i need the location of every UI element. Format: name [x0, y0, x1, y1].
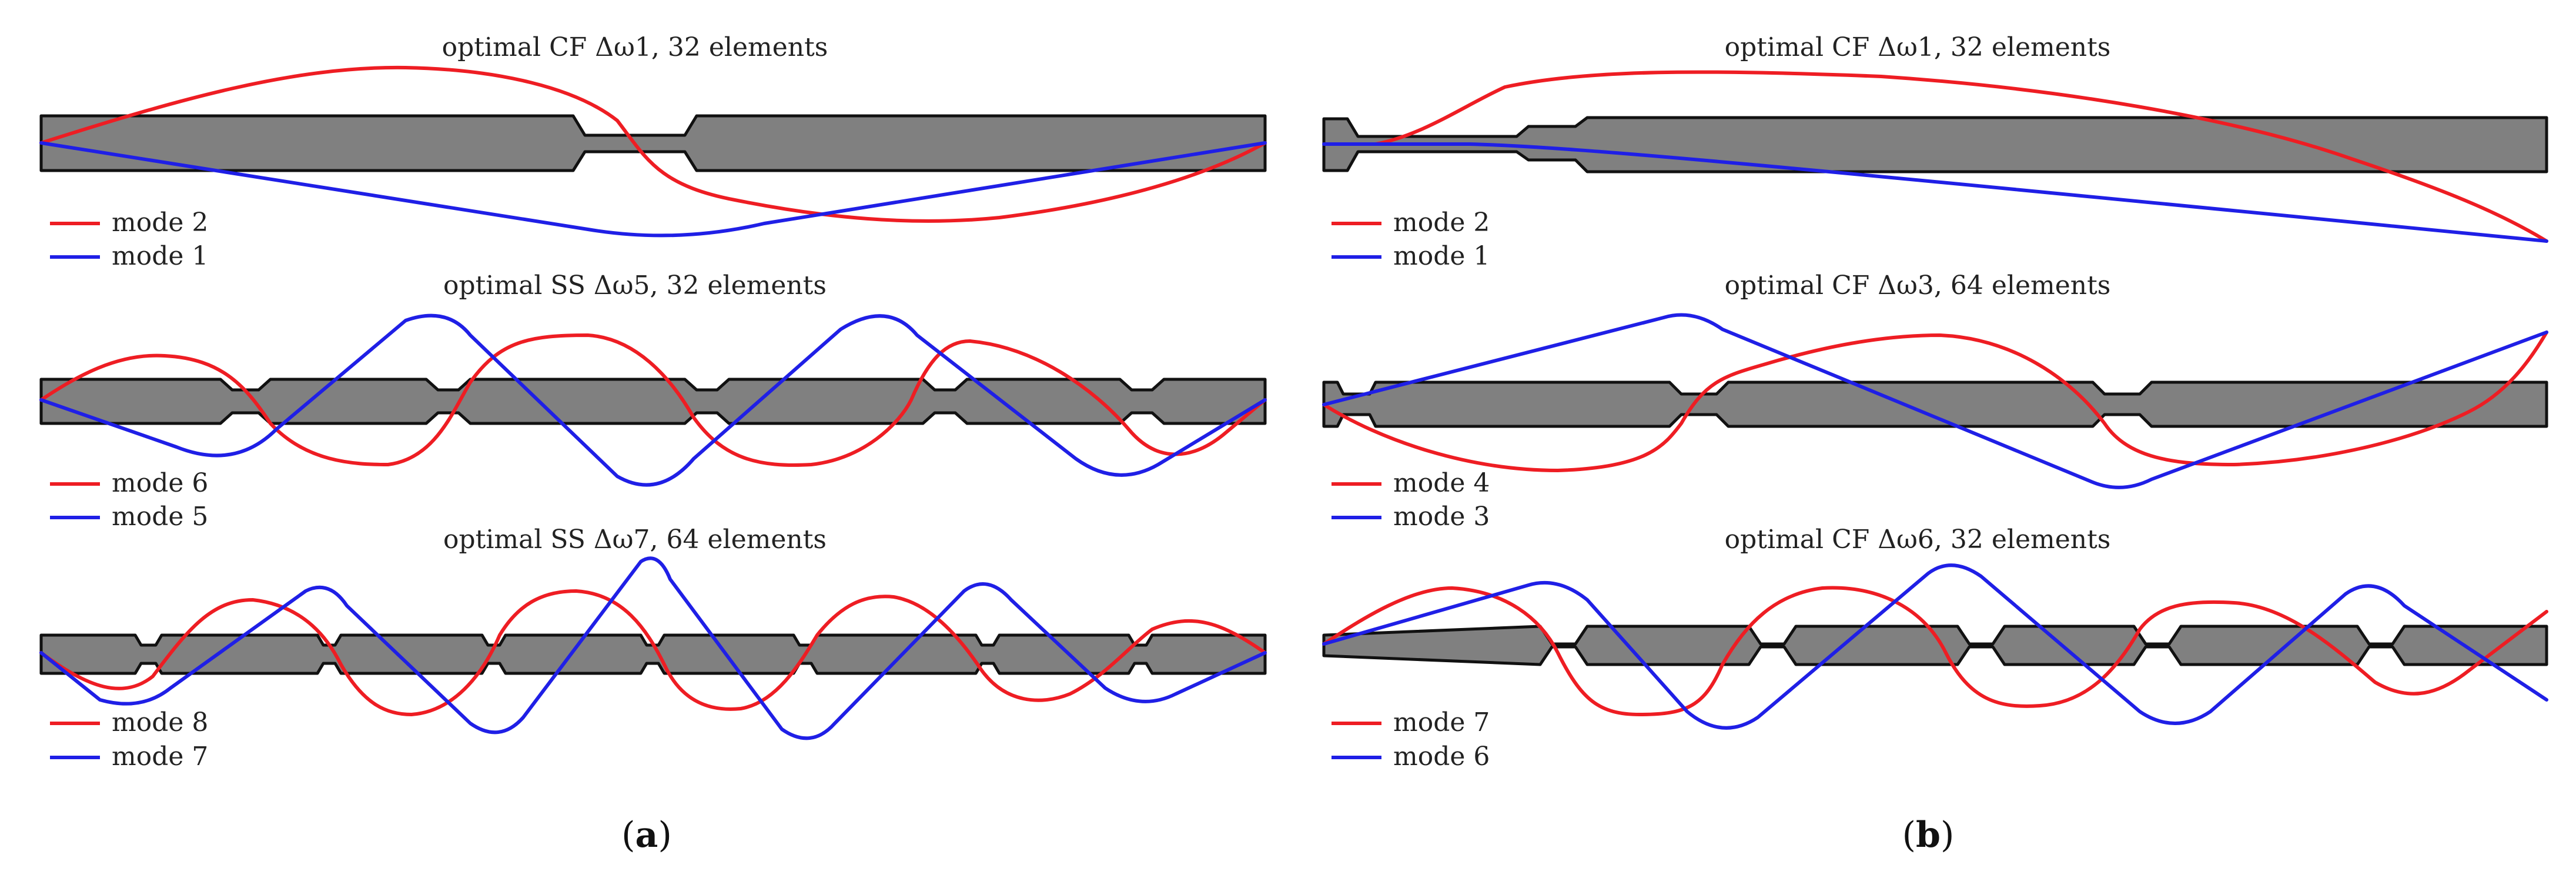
- mode-2-curve: [39, 65, 1267, 223]
- beam-shape: [39, 114, 1267, 172]
- row-a2: optimal SS Δω5, 32 elements mode 6 mode …: [39, 271, 1267, 532]
- row-b1: optimal CF Δω1, 32 elements mode 2 mode …: [1322, 32, 2548, 271]
- mode-8-curve: [39, 589, 1267, 716]
- legend-mode-6-label: mode 6: [1393, 742, 1490, 772]
- beam-shape: [1322, 625, 2548, 666]
- mode-7-curve: [39, 556, 1267, 740]
- mode-6-curve: [39, 333, 1267, 467]
- legend-mode-8-label: mode 8: [112, 707, 208, 737]
- mode-4-curve: [1322, 331, 2548, 472]
- legend-mode-5-label: mode 5: [112, 502, 208, 532]
- row-a3: optimal SS Δω7, 64 elements mode 8 mode …: [39, 525, 1267, 772]
- panel-a: optimal CF Δω1, 32 elements mode 2 mode …: [39, 32, 1267, 856]
- row-title: optimal CF Δω1, 32 elements: [442, 32, 828, 62]
- beam-shape: [1322, 116, 2548, 173]
- row-title: optimal SS Δω5, 32 elements: [443, 271, 827, 301]
- legend-mode-2-label: mode 2: [112, 208, 208, 238]
- panel-caption-a: (a): [621, 814, 672, 856]
- row-title-text: optimal CF Δω1, 32 elements: [442, 32, 828, 62]
- row-title: optimal CF Δω6, 32 elements: [1725, 525, 2111, 555]
- beam-shape: [1322, 380, 2548, 428]
- row-b3: optimal CF Δω6, 32 elements mode 7 mode …: [1322, 525, 2548, 772]
- mode-1-curve: [1322, 142, 2548, 243]
- beam-shape: [39, 633, 1267, 675]
- mode-5-curve: [39, 313, 1267, 487]
- mode-2-curve: [1374, 70, 2548, 243]
- panel-b: optimal CF Δω1, 32 elements mode 2 mode …: [1322, 32, 2548, 856]
- row-b2: optimal CF Δω3, 64 elements mode 4 mode …: [1322, 271, 2548, 532]
- mode-1-curve: [39, 141, 1267, 238]
- legend-mode-6-label: mode 6: [112, 468, 208, 498]
- row-title: optimal CF Δω1, 32 elements: [1725, 32, 2111, 62]
- legend-mode-1-label: mode 1: [112, 241, 208, 271]
- legend-mode-7-label: mode 7: [1393, 707, 1490, 737]
- row-title: optimal CF Δω3, 64 elements: [1725, 271, 2111, 301]
- mode-3-curve: [1322, 313, 2548, 489]
- row-title: optimal SS Δω7, 64 elements: [443, 525, 827, 555]
- row-a1: optimal CF Δω1, 32 elements mode 2 mode …: [39, 32, 1267, 271]
- panel-caption-b: (b): [1902, 814, 1955, 856]
- legend-mode-7-label: mode 7: [112, 742, 208, 772]
- legend-mode-3-label: mode 3: [1393, 502, 1490, 532]
- legend-mode-4-label: mode 4: [1393, 468, 1490, 498]
- beam-shape: [39, 378, 1267, 425]
- legend-mode-2-label: mode 2: [1393, 208, 1490, 238]
- mode-6-curve: [1322, 563, 2548, 730]
- legend-mode-1-label: mode 1: [1393, 241, 1490, 271]
